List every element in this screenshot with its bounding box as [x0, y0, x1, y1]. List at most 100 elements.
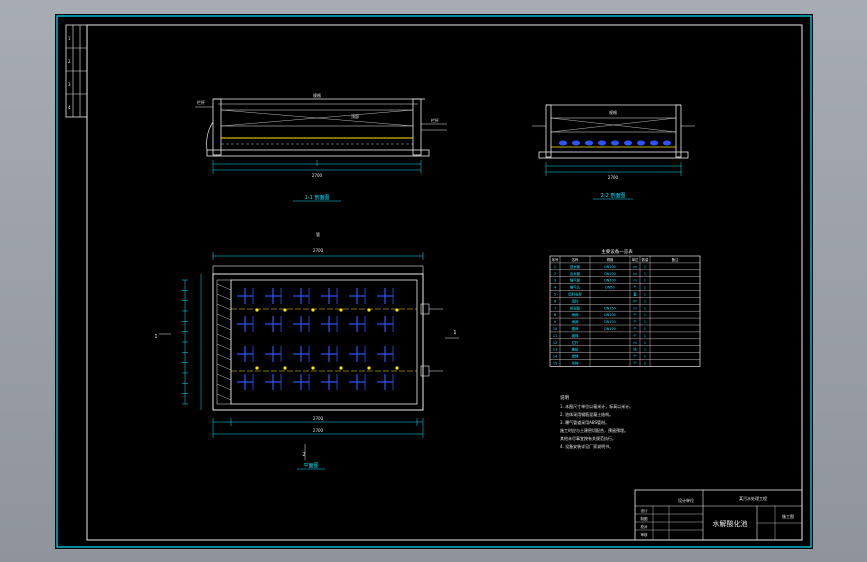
table-cell: 14	[553, 355, 557, 359]
table-cell: 1	[644, 348, 646, 352]
ladder-rung	[216, 383, 232, 391]
table-cell: 个	[633, 333, 637, 338]
cad-drawing: 1 2 3 4	[56, 15, 812, 548]
drawing-sheet[interactable]: 1 2 3 4	[55, 14, 813, 549]
section-1-1[interactable]: 2700 规格 栏杆 栏杆 顶部 1-1 剖面图	[195, 92, 447, 202]
section-1-right-label: 栏杆	[431, 117, 439, 123]
table-cell: 填料	[572, 298, 579, 303]
plan-right-label: 1	[453, 330, 456, 336]
table-header-cell: 备注	[672, 257, 679, 262]
plan-top-dim: 2700	[313, 248, 324, 253]
table-header-cell: 序号	[552, 257, 559, 262]
table-cell: DN200	[604, 265, 616, 269]
table-cell: 个	[633, 360, 637, 365]
table-cell: 1	[644, 320, 646, 324]
table-cell: 6	[554, 299, 556, 303]
section-2-2[interactable]: 2700 规格 2-2 剖面图	[532, 104, 695, 200]
plan-bottom-dim: 2700	[313, 428, 324, 433]
title-project: 某污水处理工程	[739, 495, 767, 501]
table-cell: DN150	[604, 306, 616, 310]
table-cell: DN100	[604, 327, 616, 331]
table-cell: 进水管	[570, 264, 581, 269]
table-cell: 13	[553, 348, 557, 352]
ladder-rung	[216, 283, 232, 291]
table-cell: 1	[644, 334, 646, 338]
title-block[interactable]: 某污水处理工程 水解酸化池 设计单位 设计 制图 校对 审核 施工图	[634, 489, 803, 541]
table-cell: 4	[554, 286, 556, 290]
table-cell: 1	[554, 265, 556, 269]
title-label: 校对	[641, 524, 649, 529]
plan-title: 平面图	[303, 463, 318, 469]
table-cell: 个	[633, 312, 637, 317]
plan-top-label: 管	[316, 231, 320, 237]
table-cell: 排泥管	[570, 305, 581, 310]
table-cell: 1	[644, 306, 646, 310]
title-label: 设计	[641, 508, 649, 513]
ladder-rung	[216, 343, 232, 351]
table-cell: 1	[644, 265, 646, 269]
table-cell: 1	[644, 292, 646, 296]
table-header-cell: 规格	[607, 257, 614, 262]
table-cell: 套	[633, 291, 637, 296]
inlet-channel	[216, 283, 232, 401]
table-cell: 2	[554, 272, 556, 276]
aeration-node	[367, 366, 371, 370]
table-cell: 1	[644, 355, 646, 359]
section-1-width: 2700	[312, 173, 323, 178]
outer-frame	[56, 15, 812, 548]
table-cell: m	[633, 265, 637, 269]
table-cell: 9	[554, 320, 556, 324]
plan-view[interactable]: 2700 管	[154, 231, 459, 470]
table-cell: 1	[644, 272, 646, 276]
title-label: 制图	[641, 516, 649, 521]
title-stage: 施工图	[782, 513, 794, 519]
table-cell: 1	[644, 341, 646, 345]
table-cell: m	[633, 272, 637, 276]
table-cell: 3	[554, 279, 556, 283]
table-cell: DN200	[604, 272, 616, 276]
aeration-node	[395, 366, 399, 370]
table-cell: 1	[644, 327, 646, 331]
table-cell: 12	[553, 341, 557, 345]
diffuser-mark	[611, 140, 619, 146]
diffuser-mark	[585, 140, 593, 146]
table-cell: 闸阀	[572, 319, 579, 324]
diffuser-mark	[637, 140, 645, 146]
strip-mark: 1	[68, 36, 71, 41]
aeration-node	[255, 366, 259, 370]
plan-left-dimensions	[182, 279, 188, 405]
note-line: 1. 本图尺寸单位以毫米计，标高以米计。	[560, 403, 633, 409]
notes: 说明 1. 本图尺寸单位以毫米计，标高以米计。 2. 池体采用钢筋混凝土结构。 …	[560, 394, 633, 449]
table-cell: 1	[644, 361, 646, 365]
table-title: 主要设备一览表	[601, 248, 633, 255]
section-2-center-label: 规格	[609, 109, 617, 115]
binding-strip: 1 2 3 4	[65, 24, 88, 118]
table-cell: m	[633, 341, 637, 345]
table-cell: 曝气管	[570, 278, 581, 283]
ladder-rung	[216, 333, 232, 341]
section-2-title: 2-2 剖面图	[601, 192, 626, 199]
section-1-center-label: 顶部	[351, 113, 359, 119]
ladder-rung	[216, 323, 232, 331]
note-line: 其他未尽事宜按有关规范执行。	[560, 435, 616, 441]
diffuser-mark	[663, 140, 671, 146]
strip-mark: 3	[68, 82, 71, 87]
title-label: 审核	[641, 532, 649, 537]
table-cell: 块	[633, 347, 637, 352]
table-cell: 8	[554, 313, 556, 317]
section-1-left-label: 栏杆	[197, 99, 205, 105]
ladder-rung	[216, 373, 232, 381]
ladder-rung	[216, 363, 232, 371]
table-cell: 曝气头	[570, 285, 581, 290]
table-cell: 个	[633, 326, 637, 331]
table-cell: 1	[644, 286, 646, 290]
table-cell: 15	[553, 361, 557, 365]
table-cell: 出水管	[570, 271, 581, 276]
table-cell: DN200	[604, 313, 616, 317]
table-cell: 1	[644, 279, 646, 283]
table-cell: 盖板	[572, 347, 579, 352]
note-line: 施工时应与土建密切配合，预留预埋。	[560, 427, 628, 433]
